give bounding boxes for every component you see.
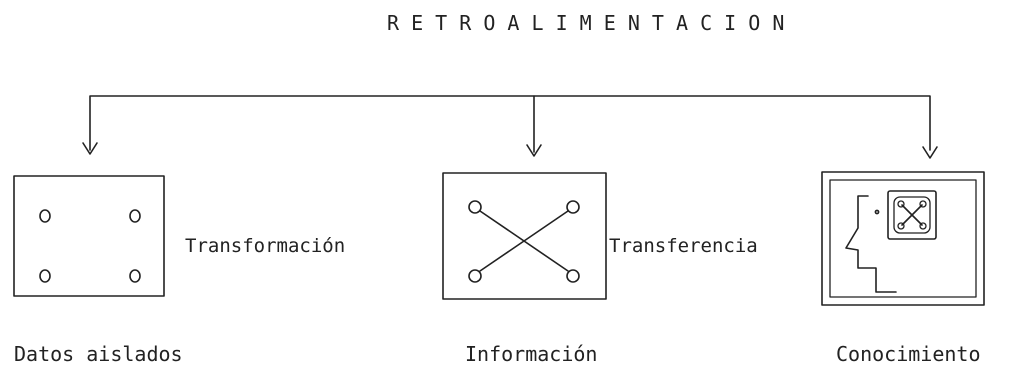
node-datos-aislados bbox=[13, 175, 165, 297]
node-label-conocimiento: Conocimiento bbox=[836, 342, 981, 366]
informacion-point-2 bbox=[566, 200, 580, 214]
feedback-loop bbox=[82, 95, 938, 159]
node-informacion bbox=[442, 172, 607, 300]
datos-point-1 bbox=[39, 209, 51, 223]
feedback-arrowhead-informacion bbox=[526, 144, 542, 157]
informacion-point-1 bbox=[468, 200, 482, 214]
datos-box bbox=[13, 175, 165, 297]
informacion-point-4 bbox=[566, 269, 580, 283]
feedback-arrowhead-conocimiento bbox=[922, 146, 938, 159]
conocimiento-box-inner bbox=[829, 179, 977, 298]
edge-label-transformacion: Transformación bbox=[185, 235, 345, 257]
node-conocimiento bbox=[821, 171, 985, 306]
informacion-box bbox=[442, 172, 607, 300]
datos-point-2 bbox=[129, 209, 141, 223]
informacion-point-3 bbox=[468, 269, 482, 283]
feedback-arrowhead-datos bbox=[82, 142, 98, 155]
edge-label-transferencia: Transferencia bbox=[609, 235, 758, 257]
node-label-datos: Datos aislados bbox=[14, 342, 183, 366]
informacion-link-2 bbox=[479, 210, 569, 272]
head-profile-icon bbox=[845, 190, 937, 293]
conocimiento-box-outer bbox=[821, 171, 985, 306]
datos-point-4 bbox=[129, 269, 141, 283]
feedback-bracket bbox=[89, 95, 931, 151]
node-label-informacion: Información bbox=[465, 342, 597, 366]
diagram-title: R E T R O A L I M E N T A C I O N bbox=[387, 11, 784, 35]
datos-point-3 bbox=[39, 269, 51, 283]
